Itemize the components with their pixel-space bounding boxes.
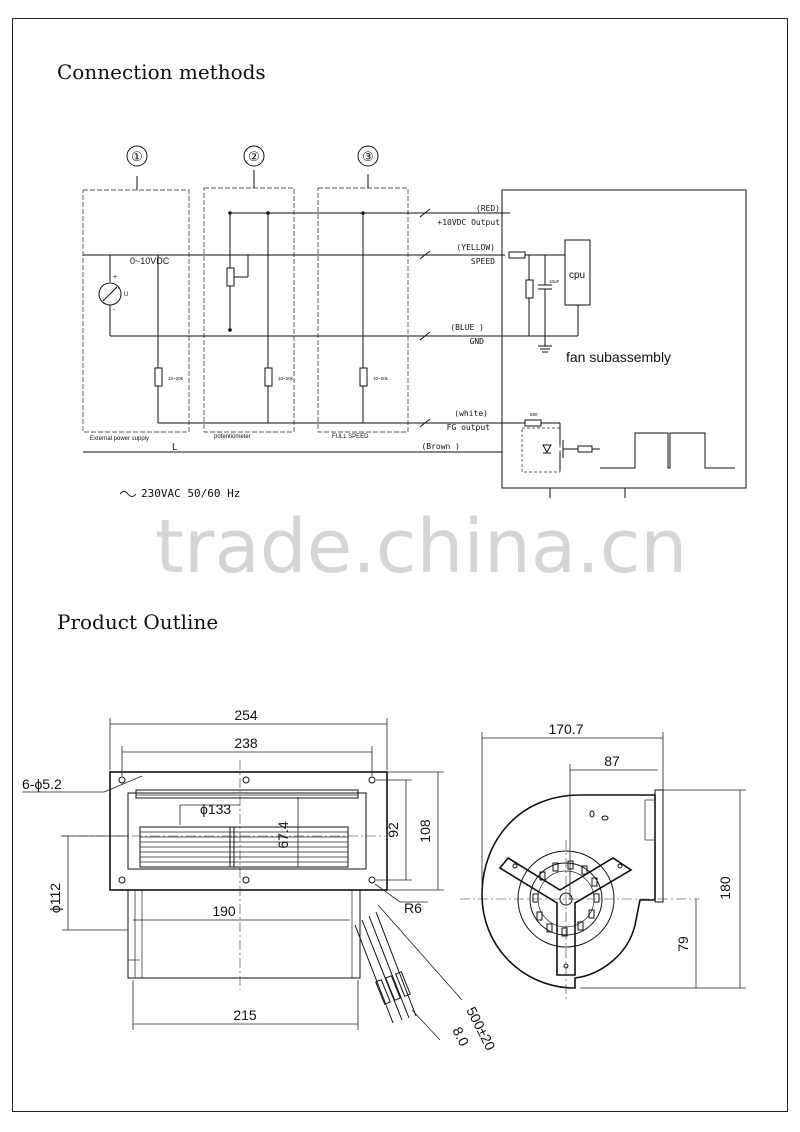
dim-cable-8: 8.0 [449, 1024, 472, 1049]
svg-text:10~20k: 10~20k [168, 376, 184, 381]
brown-wire-label: (Brown ) [421, 442, 460, 451]
svg-text:680: 680 [530, 412, 538, 417]
external-power-label: External power supply [90, 436, 149, 442]
optocoupler-block [521, 427, 561, 473]
full-speed-label: FULL SPEED [332, 434, 369, 440]
red-wire-label: (RED) [476, 204, 500, 213]
external-power-box [82, 189, 190, 433]
red-wire-desc: +10VDC Output [437, 218, 500, 227]
svg-text:③: ③ [362, 149, 374, 164]
impeller-fins [139, 826, 349, 868]
yellow-wire-label: (YELLOW) [456, 243, 495, 252]
watermark-text: trade.china.cn [155, 504, 687, 590]
rotor-slots [532, 860, 600, 937]
fan-subassembly-box [501, 189, 747, 489]
method-marker-2: ② [243, 145, 265, 167]
scroll-housing [481, 794, 656, 989]
blue-wire-label: (BLUE ) [450, 323, 484, 332]
dim-170-7: 170.7 [548, 721, 583, 737]
dim-254: 254 [234, 707, 258, 723]
potentiometer-box [203, 187, 295, 433]
product-outline-heading: Product Outline [57, 610, 218, 634]
connection-methods-heading: Connection methods [57, 60, 266, 84]
dim-92: 92 [385, 822, 401, 838]
fan-subassembly-label: fan subassembly [566, 349, 671, 365]
dim-dia-112: ϕ112 [47, 883, 63, 913]
front-view: 254 238 6-ϕ5.2 ϕ133 67.4 92 108 ϕ112 1 [22, 707, 499, 1053]
mounting-bracket [498, 856, 633, 976]
wiring-diagram: ① ② ③ External power supply potentiomete… [82, 145, 747, 500]
svg-text:-: - [113, 307, 116, 314]
dim-cable-500: 500±20 [463, 1004, 499, 1053]
blue-wire-desc: GND [470, 337, 485, 346]
motor-housing [127, 889, 361, 979]
yellow-wire-desc: SPEED [471, 257, 495, 266]
svg-text:U: U [124, 292, 128, 298]
line-letter: L [172, 442, 178, 453]
input-voltage-label: 0~10VDC [130, 256, 170, 266]
cpu-label: cpu [569, 270, 585, 281]
method-marker-1: ① [126, 145, 148, 167]
full-speed-box [317, 187, 409, 433]
svg-text:+: + [113, 274, 117, 281]
dim-r6: R6 [404, 900, 422, 916]
dim-79: 79 [675, 936, 691, 952]
dim-holes: 6-ϕ5.2 [22, 776, 62, 792]
white-wire-desc: FG output [447, 423, 491, 432]
dim-67-4: 67.4 [275, 821, 291, 848]
svg-text:10~20k: 10~20k [373, 376, 389, 381]
dim-dia-133: ϕ133 [200, 801, 231, 817]
white-wire-label: (white) [454, 409, 488, 418]
dim-238: 238 [234, 735, 258, 751]
svg-text:10~20k: 10~20k [278, 376, 294, 381]
dim-215: 215 [233, 1007, 257, 1023]
side-flange [654, 789, 664, 903]
fg-square-wave [600, 432, 735, 469]
cable-bundle [354, 911, 417, 1024]
svg-text:②: ② [248, 149, 260, 164]
potentiometer-label: potentiometer [214, 434, 251, 440]
method-marker-3: ③ [357, 145, 379, 167]
ac-supply-label: 230VAC 50/60 Hz [141, 487, 240, 500]
dim-180: 180 [717, 876, 733, 900]
svg-text:10uF: 10uF [549, 279, 560, 284]
dim-108: 108 [417, 819, 433, 843]
svg-text:①: ① [131, 149, 143, 164]
drawing-frame [12, 18, 788, 1112]
dim-190: 190 [212, 903, 236, 919]
dim-87: 87 [604, 753, 620, 769]
side-view: 170.7 87 180 79 [460, 721, 746, 1000]
mounting-holes [118, 776, 376, 884]
